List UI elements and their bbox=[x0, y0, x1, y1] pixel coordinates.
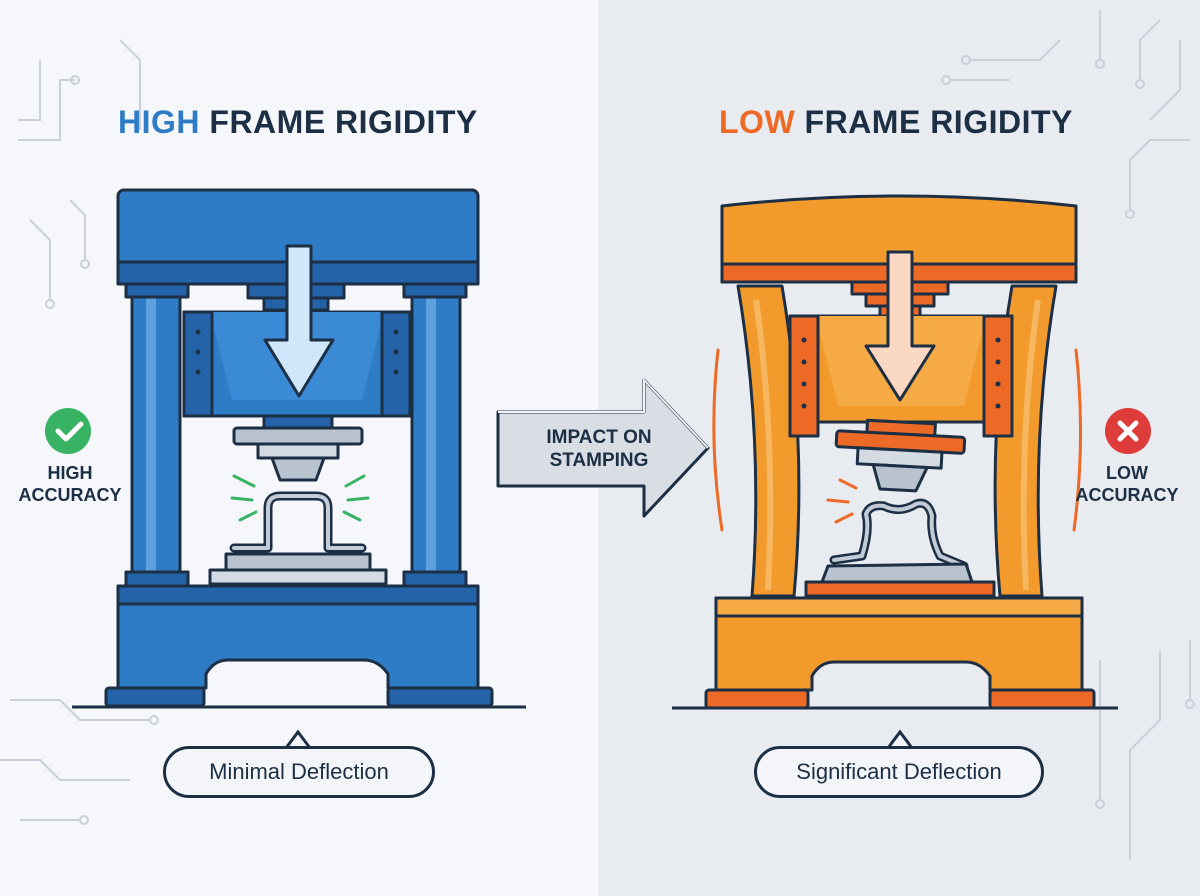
flexible-press bbox=[672, 194, 1118, 710]
impact-arrow-label: IMPACT ON STAMPING bbox=[546, 427, 652, 471]
deflection-callout-right: Significant Deflection bbox=[754, 746, 1044, 798]
flexible-title: LOW FRAME RIGIDITY bbox=[719, 104, 1073, 140]
rigid-press bbox=[72, 188, 526, 709]
accuracy-label-right: LOW ACCURACY bbox=[1075, 463, 1179, 505]
callout-pointer-right bbox=[886, 729, 914, 749]
deflection-callout-left: Minimal Deflection bbox=[163, 746, 435, 798]
rigid-title: HIGH FRAME RIGIDITY bbox=[118, 104, 478, 140]
accuracy-label-left: HIGH ACCURACY bbox=[18, 463, 122, 505]
success-badge bbox=[45, 408, 91, 454]
cross-icon bbox=[1117, 420, 1139, 442]
deflection-lines bbox=[712, 348, 1083, 532]
callout-pointer-left bbox=[284, 729, 312, 749]
check-icon bbox=[55, 421, 84, 442]
impact-arrow bbox=[496, 377, 710, 518]
circuit-decoration bbox=[0, 10, 1195, 860]
